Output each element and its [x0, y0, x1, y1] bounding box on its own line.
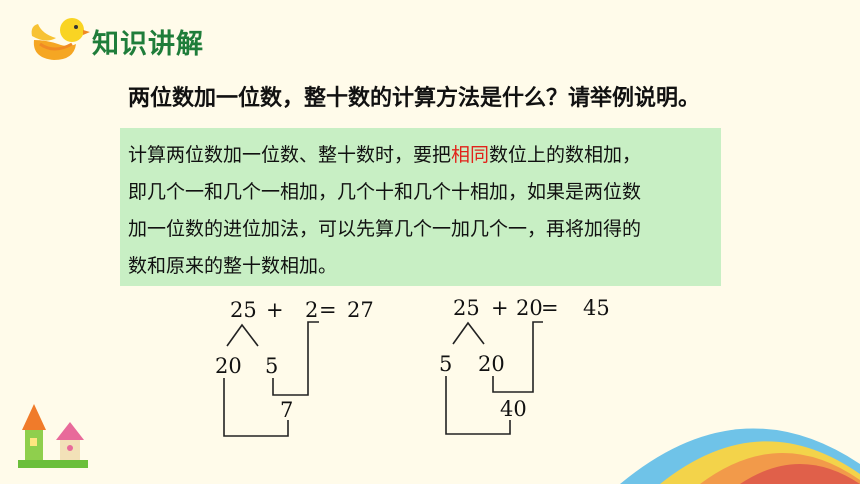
houses-decoration: [18, 404, 88, 468]
example1-tens: 20: [215, 354, 242, 378]
explanation-line-4: 数和原来的整十数相加。: [128, 255, 338, 277]
question-text: 两位数加一位数，整十数的计算方法是什么？请举例说明。: [128, 86, 701, 111]
example2-a: 25: [453, 296, 480, 320]
example2-partial: 40: [500, 397, 527, 421]
explanation-line-1: 计算两位数加一位数、整十数时，要把相同数位上的数相加，: [128, 137, 718, 174]
rainbow-decoration: [620, 428, 860, 484]
explanation-line-3: 加一位数的进位加法，可以先算几个一加几个一，再将加得的: [128, 218, 642, 240]
explanation-text: 计算两位数加一位数、整十数时，要把相同数位上的数相加， 即几个一和几个一相加，几…: [128, 137, 718, 285]
example1-plus: +: [266, 298, 284, 322]
explanation-line-1-pre: 计算两位数加一位数、整十数时，要把: [128, 144, 452, 166]
example1-result: 27: [347, 298, 374, 322]
example2-ones: 5: [439, 352, 453, 376]
example2-result: 45: [583, 296, 610, 320]
explanation-line-1-post: 数位上的数相加，: [489, 144, 642, 166]
example2-plus: +: [491, 296, 509, 320]
example2-tens: 20: [478, 352, 505, 376]
example1-ones: 5: [265, 354, 279, 378]
example1-a: 25: [230, 298, 257, 322]
example2-eq: =: [541, 296, 559, 320]
example1-eq: =: [319, 298, 337, 322]
example1-b: 2: [305, 298, 319, 322]
explanation-box: [120, 128, 721, 286]
duck-icon: [31, 18, 90, 60]
example2-b: 20: [516, 296, 543, 320]
example1-partial: 7: [280, 398, 294, 422]
highlight-word: 相同: [451, 144, 490, 166]
section-title: 知识讲解: [92, 29, 204, 60]
explanation-line-2: 即几个一和几个一相加，几个十和几个十相加，如果是两位数: [128, 181, 642, 203]
